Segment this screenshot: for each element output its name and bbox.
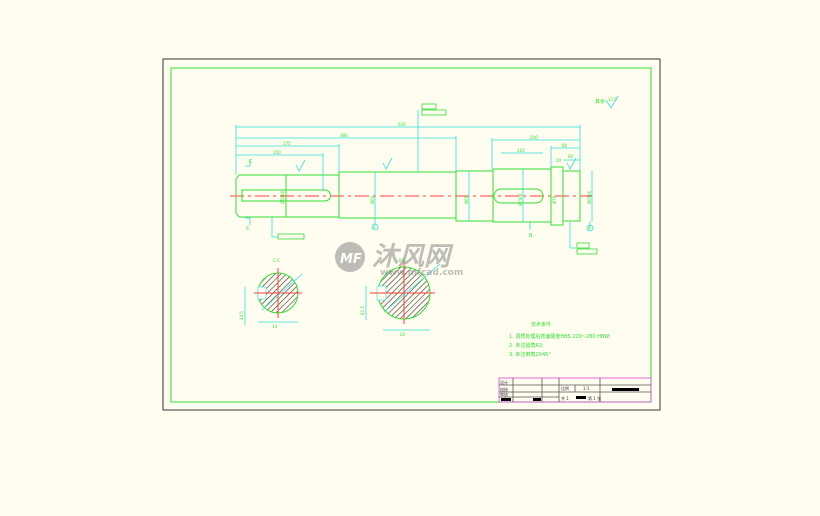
dim-d3: 150: [273, 150, 281, 155]
scale-label: 比例: [561, 385, 569, 391]
dia-4: Ø70r6: [518, 193, 523, 206]
checker-label: 校核: [500, 386, 508, 392]
dia-1: Ø50k6: [280, 190, 285, 204]
dim-d8: 20: [556, 158, 562, 163]
dim-overall: 620: [398, 122, 406, 127]
tech-item-1: 1. 调质处理后表面硬度HBS 220~280 HBW;: [509, 333, 611, 340]
dia-2: Ø60: [370, 195, 375, 204]
datum-b: B: [588, 226, 591, 231]
section-depth-1: 44.5: [239, 311, 244, 320]
tech-item-3: 3. 未注倒角2X45°: [509, 351, 551, 358]
section-width-2: 20: [400, 332, 406, 337]
section-width-1: 14: [272, 324, 278, 329]
shaft-outline: [235, 166, 581, 226]
section-mark-c-bottom: C: [246, 226, 250, 232]
sheet-suffix: 第 1 张: [588, 395, 601, 401]
sheet-prefix: 共 1: [561, 395, 569, 401]
section-depth-2: 62.5: [360, 306, 365, 315]
tech-requirements: 技术条件 1. 调质处理后表面硬度HBS 220~280 HBW; 2. 未注圆…: [509, 321, 611, 358]
approver-label: 审核: [500, 391, 508, 397]
designer-label: 设计: [500, 379, 508, 385]
section-c-c: [244, 268, 303, 325]
dim-d6: 80: [562, 143, 568, 148]
outer-frame: [162, 58, 661, 411]
inner-frame: [170, 67, 652, 403]
dim-d7: 60: [568, 154, 574, 159]
dia-3: Ø65: [464, 195, 469, 204]
watermark-logo: MF: [340, 252, 362, 267]
watermark-logo-icon: [335, 242, 365, 272]
section-label-b-b: B-B: [399, 258, 406, 263]
section-mark-b: B: [529, 233, 533, 239]
dim-d1: 380: [340, 133, 348, 138]
scale-value: 1:1: [583, 386, 590, 391]
dim-d4: 200: [530, 135, 538, 140]
roughness-note: 其余: [595, 98, 605, 105]
dim-d5: 110: [517, 148, 525, 153]
datum-a: A: [373, 225, 376, 230]
title-block: [498, 377, 652, 403]
watermark-url: www.mfcad.com: [380, 268, 463, 278]
watermark-brand: 沐风网: [372, 242, 454, 272]
dia-6: Ø65k6: [587, 190, 592, 204]
roughness-icon: [295, 95, 619, 172]
section-mark-c-top: C: [249, 159, 253, 165]
section-b-b: [365, 262, 441, 331]
dim-d2: 175: [283, 141, 291, 146]
section-label-c-c: C-C: [273, 258, 280, 263]
tech-item-2: 2. 未注圆角R2;: [509, 342, 544, 349]
drawing-name-redacted: [612, 388, 639, 391]
tech-title: 技术条件: [531, 321, 551, 328]
dimension-lines: [235, 110, 594, 249]
watermark: MF 沐风网 www.mfcad.com: [335, 242, 463, 278]
dia-5: Ø76: [552, 195, 557, 204]
tolerance-frames: [277, 103, 598, 255]
roughness-value: 12.5: [608, 97, 617, 102]
